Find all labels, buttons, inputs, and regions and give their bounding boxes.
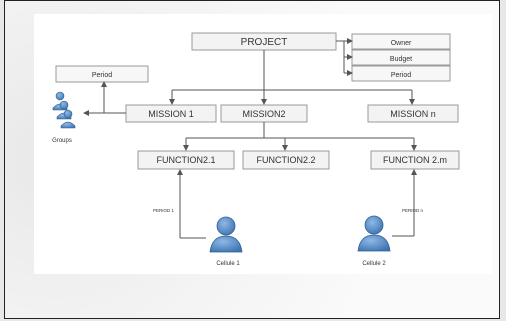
mission-1-node: MISSION 1 <box>125 104 217 123</box>
project-label: PROJECT <box>241 37 288 48</box>
function-2-m-label: FUNCTION 2.m <box>383 155 447 165</box>
person-1-icon <box>209 216 243 253</box>
diagram-canvas: PROJECT Owner Budget Period <box>34 14 492 274</box>
project-attributes: Owner Budget Period <box>336 33 451 82</box>
function-2-m-node: FUNCTION 2.m <box>370 150 460 170</box>
function-2-2-label: FUNCTION2.2 <box>256 155 315 165</box>
mission-1-label: MISSION 1 <box>148 109 194 119</box>
mission-n-label: MISSION n <box>390 109 436 119</box>
period-node: Period <box>55 65 149 83</box>
mission-n-node: MISSION n <box>367 104 459 123</box>
person-2-icon <box>357 215 391 252</box>
groups-label: Groups <box>52 138 72 144</box>
period-label: Period <box>92 72 112 79</box>
project-mission-connectors <box>169 50 415 105</box>
function-2-2-node: FUNCTION2.2 <box>242 150 330 170</box>
mission-function-connectors <box>183 122 417 151</box>
attribute-owner: Owner <box>391 40 412 47</box>
project-node: PROJECT <box>191 32 337 51</box>
groups-icon <box>52 91 76 129</box>
person-2-label: Cellule 2 <box>362 261 386 267</box>
function-2-1-node: FUNCTION2.1 <box>137 150 235 170</box>
project-structure-diagram: PROJECT Owner Budget Period <box>52 32 460 267</box>
person-1-connector <box>177 169 206 239</box>
person-1-label: Cellule 1 <box>216 261 240 267</box>
person-2-connector <box>392 169 417 237</box>
attribute-budget: Budget <box>390 56 412 63</box>
mission-2-node: MISSION2 <box>220 104 308 123</box>
mission-2-label: MISSION2 <box>242 109 285 119</box>
period-1-label: PERIOD 1 <box>153 208 175 213</box>
period-n-label: PERIOD n <box>402 208 424 213</box>
function-2-1-label: FUNCTION2.1 <box>156 155 215 165</box>
attribute-period: Period <box>391 72 411 79</box>
